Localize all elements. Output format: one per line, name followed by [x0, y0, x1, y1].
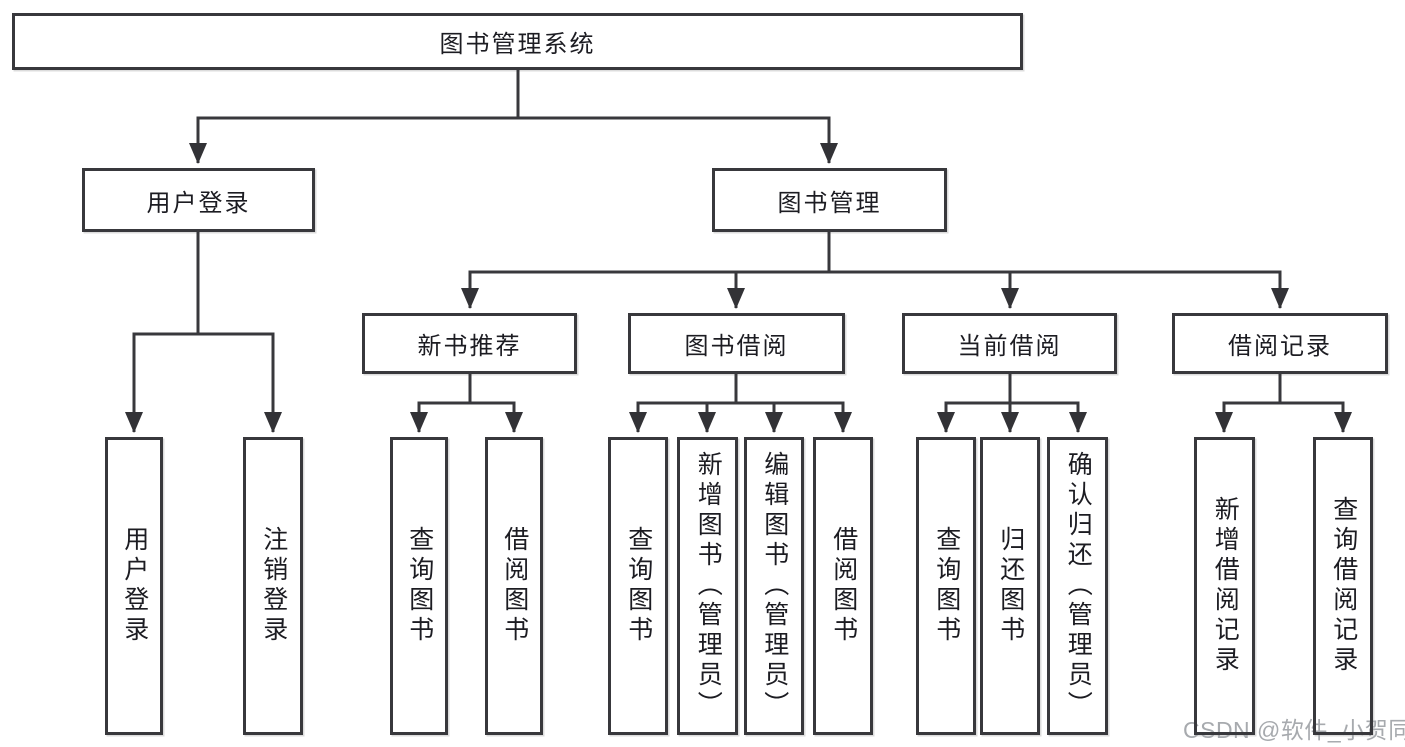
node-bb-borrow: 借阅图书 — [813, 437, 873, 735]
node-root: 图书管理系统 — [12, 13, 1023, 70]
node-br-query: 查询借阅记录 — [1313, 437, 1373, 735]
node-cb-query: 查询图书 — [916, 437, 976, 735]
node-bb-query: 查询图书 — [608, 437, 668, 735]
node-borrow-records: 借阅记录 — [1172, 313, 1388, 374]
node-br-add: 新增借阅记录 — [1194, 437, 1255, 735]
node-user-login: 用户登录 — [82, 168, 315, 232]
node-book-mgmt: 图书管理 — [712, 168, 947, 232]
csdn-watermark: CSDN @软件_小贺同学 — [1183, 717, 1405, 743]
node-new-rec: 新书推荐 — [362, 313, 577, 374]
node-nr-query: 查询图书 — [390, 437, 448, 735]
node-cb-return: 归还图书 — [980, 437, 1040, 735]
node-cb-confirm: 确认归还（管理员） — [1047, 437, 1108, 735]
node-nr-borrow: 借阅图书 — [485, 437, 543, 735]
node-current-borrow: 当前借阅 — [902, 313, 1117, 374]
node-bb-add: 新增图书（管理员） — [677, 437, 738, 735]
node-bb-edit: 编辑图书（管理员） — [744, 437, 804, 735]
node-ul-login: 用户登录 — [105, 437, 163, 735]
node-ul-logout: 注销登录 — [243, 437, 303, 735]
node-book-borrow: 图书借阅 — [628, 313, 845, 374]
